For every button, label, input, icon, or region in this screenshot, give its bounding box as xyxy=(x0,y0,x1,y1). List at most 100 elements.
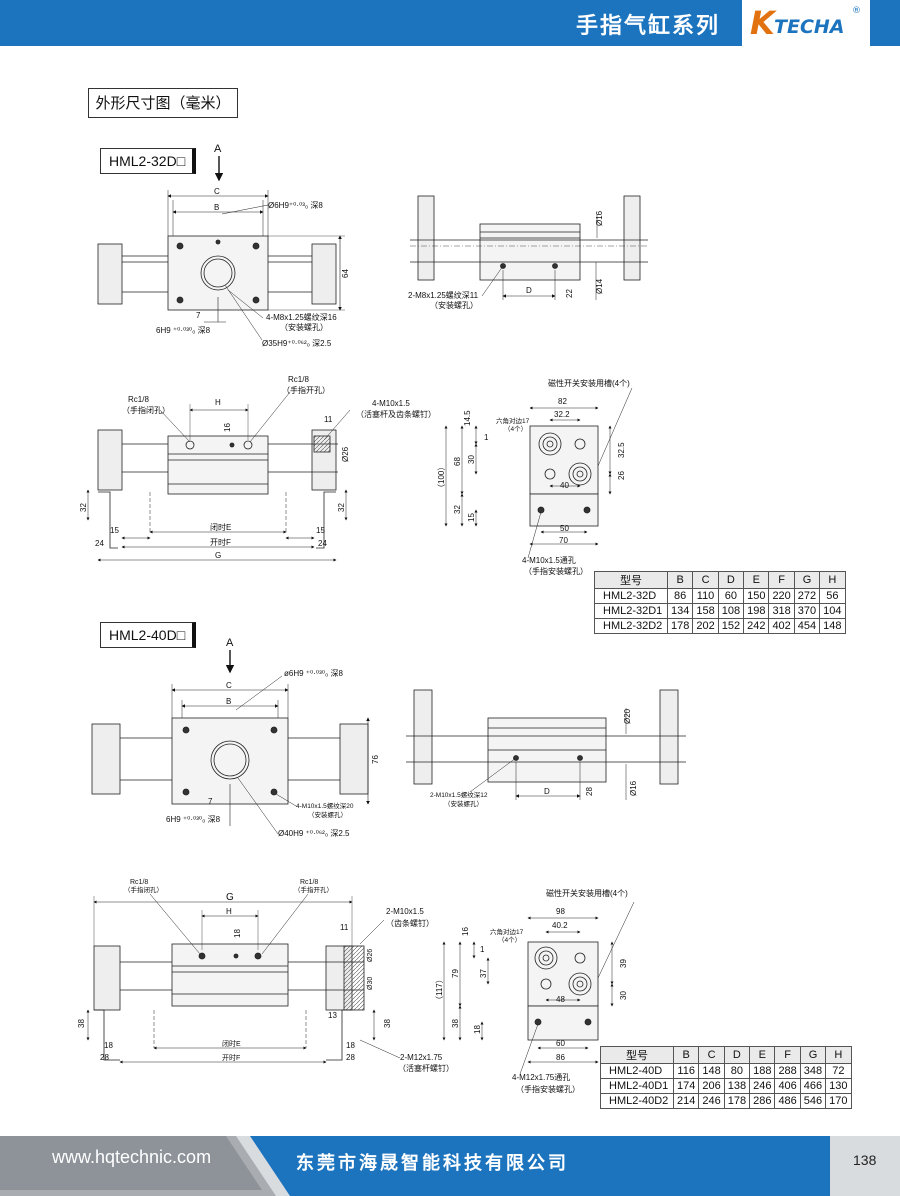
rc-open-32: Rc1/8 xyxy=(288,375,309,384)
dim-h-40: H xyxy=(226,907,232,916)
model-tab-32: HML2-32D□ xyxy=(100,148,196,174)
cell: 86 xyxy=(666,588,694,604)
col-g: G xyxy=(793,571,821,589)
registered-mark: ® xyxy=(852,6,861,16)
model-tab-40: HML2-40D□ xyxy=(100,622,196,648)
cell: 116 xyxy=(672,1063,700,1079)
dim-117: （117） xyxy=(435,975,444,1004)
mount-screw-sub-40: （安装螺孔） xyxy=(308,810,347,819)
dim-32-2: 32.2 xyxy=(554,410,570,419)
cell: 104 xyxy=(819,603,846,619)
section-title: 外形尺寸图（毫米） xyxy=(88,88,238,118)
dim-50: 50 xyxy=(560,524,569,533)
cell: 546 xyxy=(799,1093,827,1109)
table-header-row: 型号 B C D E F G H xyxy=(600,1046,852,1064)
dim-32r: 32 xyxy=(337,503,346,512)
cell: 214 xyxy=(672,1093,700,1109)
dim-40-2: 40.2 xyxy=(552,921,568,930)
cell: 60 xyxy=(717,588,745,604)
cell: 80 xyxy=(723,1063,751,1079)
cell-model: HML2-40D xyxy=(600,1063,674,1079)
dim-f-32: 开时F xyxy=(210,537,231,547)
dim-24l-32: 24 xyxy=(95,539,104,548)
table-header-row: 型号 B C D E F G H xyxy=(594,571,846,589)
dim-15l-32: 15 xyxy=(110,526,119,535)
dim-22-32: 22 xyxy=(565,289,574,298)
dim-39: 39 xyxy=(619,959,628,968)
footer-band xyxy=(0,1136,900,1196)
cell: 148 xyxy=(819,618,846,634)
dim-c-32: C xyxy=(214,187,220,196)
cell: 348 xyxy=(799,1063,827,1079)
cell: 110 xyxy=(692,588,719,604)
col-f: F xyxy=(774,1046,801,1064)
dim-79: 79 xyxy=(451,969,460,978)
table-row: HML2-32D2 178 202 152 242 402 454 148 xyxy=(594,618,846,634)
dim-b-40: B xyxy=(226,697,231,706)
page-header: 手指气缸系列 K TECHA ® xyxy=(0,0,900,46)
dim-32-5: 32.5 xyxy=(617,442,626,458)
dim-e-32: 闭时E xyxy=(210,522,231,532)
cell: 72 xyxy=(825,1063,852,1079)
dim-15r-32: 15 xyxy=(316,526,325,535)
side-screw-sub-32: （安装螺孔） xyxy=(430,300,478,310)
dim-d16-40: Ø16 xyxy=(629,780,638,796)
dim-11-40: 11 xyxy=(340,923,349,932)
dim-g-32: G xyxy=(215,551,221,560)
cell: 466 xyxy=(799,1078,827,1094)
dim-d14-32: Ø14 xyxy=(595,278,604,294)
dim-48: 48 xyxy=(556,995,565,1004)
rod-screw-40: 2-M12x1.75 xyxy=(400,1053,443,1062)
col-h: H xyxy=(825,1046,852,1064)
cell: 158 xyxy=(692,603,719,619)
dim-d20-40: Ø20 xyxy=(623,708,632,724)
dim-28-40: 28 xyxy=(585,787,594,796)
dim-h-32: H xyxy=(215,398,221,407)
cell: 288 xyxy=(774,1063,801,1079)
dim-18r-40: 18 xyxy=(346,1041,355,1050)
dim-16b-32: 16 xyxy=(223,423,232,432)
page-number: 138 xyxy=(853,1152,877,1168)
page-footer: www.hqtechnic.com 东莞市海晟智能科技有限公司 138 xyxy=(0,1136,900,1196)
dim-82: 82 xyxy=(558,397,567,406)
dim-40-end: 40 xyxy=(560,481,569,490)
dim-24r-32: 24 xyxy=(318,539,327,548)
bottom-view-40 xyxy=(86,893,401,1064)
rc-open-40: Rc1/8 xyxy=(300,879,318,886)
dim-16-end-40: 16 xyxy=(461,927,470,936)
hole-top-40: ø6H9 ⁺⁰·⁰³⁰₀ 深8 xyxy=(284,669,343,678)
table-row: HML2-40D2 214 246 178 286 486 546 170 xyxy=(600,1093,852,1109)
dim-98: 98 xyxy=(556,907,565,916)
dim-32l: 32 xyxy=(79,503,88,512)
side-view-40 xyxy=(406,689,686,800)
cell: 454 xyxy=(793,618,821,634)
col-f: F xyxy=(768,571,795,589)
dimension-drawings: A C B Ø6H9⁺⁰·⁰³₀ 深8 64 7 6H9 ⁺⁰·⁰³⁰₀ 深8 … xyxy=(77,143,686,1094)
series-title: 手指气缸系列 xyxy=(575,14,720,39)
logo-text: TECHA xyxy=(774,16,845,38)
side-screw-40: 2-M10x1.5螺纹深12 xyxy=(430,790,488,799)
dim-f-40: 开时F xyxy=(222,1053,240,1062)
dim-32-end: 32 xyxy=(453,505,462,514)
dim-68: 68 xyxy=(453,457,462,466)
thread-40: 2-M10x1.5 xyxy=(386,907,424,916)
website-link[interactable]: www.hqtechnic.com xyxy=(52,1147,212,1167)
thru-hole-32: 4-M10x1.5通孔 xyxy=(522,555,576,565)
dim-g-40: G xyxy=(226,892,234,903)
cell: 202 xyxy=(692,618,719,634)
col-b: B xyxy=(666,571,694,589)
col-h: H xyxy=(819,571,846,589)
col-c: C xyxy=(698,1046,725,1064)
dim-30-end: 30 xyxy=(619,991,628,1000)
dim-18-end: 18 xyxy=(473,1025,482,1034)
dim-11-32: 11 xyxy=(324,415,333,424)
logo-mark: K xyxy=(750,4,775,42)
front-view-40 xyxy=(91,675,370,835)
thru-hole-sub-40: （手指安装螺孔） xyxy=(516,1084,580,1094)
side-view-32 xyxy=(410,195,648,300)
dim-100: （100） xyxy=(437,463,446,492)
hex-32: 六角对边17 xyxy=(496,416,530,425)
view-a-arrow-40: A xyxy=(225,637,235,674)
cell-model: HML2-40D2 xyxy=(600,1093,674,1109)
dim-13-40: 13 xyxy=(328,1011,337,1020)
